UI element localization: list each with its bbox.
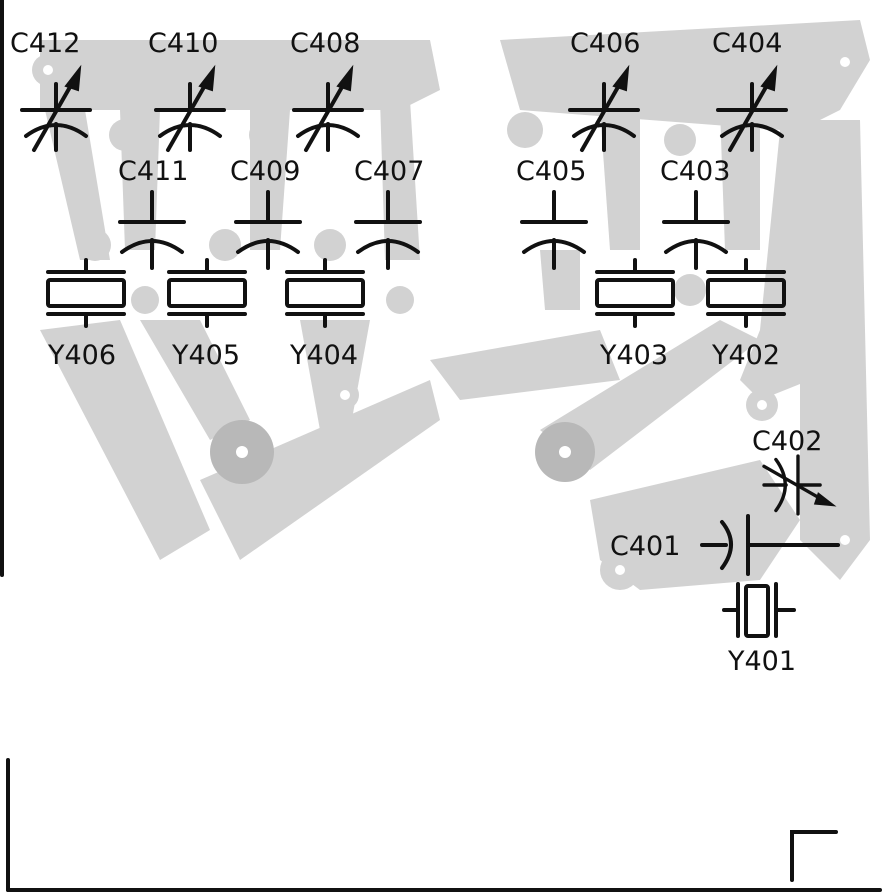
label-c411: C411 (118, 156, 188, 187)
label-y405: Y405 (171, 340, 240, 371)
trace-top-left-band (40, 40, 440, 110)
pad-hole (340, 390, 350, 400)
pad-hole (615, 565, 625, 575)
trace-c412 (45, 110, 110, 260)
crystal-symbol-y404 (285, 258, 365, 328)
label-c408: C408 (290, 28, 360, 59)
crystal-symbol-y401 (722, 582, 796, 638)
pad-hole (840, 535, 850, 545)
label-c406: C406 (570, 28, 640, 59)
pads (32, 46, 861, 590)
label-c405: C405 (516, 156, 586, 187)
label-y403: Y403 (599, 340, 668, 371)
crystal-symbol-y403 (595, 258, 675, 328)
label-c403: C403 (660, 156, 730, 187)
label-y404: Y404 (289, 340, 358, 371)
label-y406: Y406 (47, 340, 116, 371)
label-c407: C407 (354, 156, 424, 187)
trace-right-bus (800, 120, 870, 580)
label-c402: C402 (752, 426, 822, 457)
label-c401: C401 (610, 531, 680, 562)
label-c404: C404 (712, 28, 782, 59)
crystal-symbol-y405 (167, 258, 247, 328)
pad (544, 274, 576, 306)
pad-hole (840, 57, 850, 67)
trace-centre-fan (200, 380, 440, 560)
trace-y402-out (540, 320, 760, 470)
crystals (46, 258, 796, 638)
fixed-capacitors (118, 190, 840, 576)
capacitor-symbol-c401 (700, 514, 840, 576)
pad (674, 274, 706, 306)
label-c410: C410 (148, 28, 218, 59)
label-c409: C409 (230, 156, 300, 187)
pad (79, 229, 111, 261)
label-y402: Y402 (711, 340, 780, 371)
pad (249, 119, 281, 151)
crystal-symbol-y406 (46, 258, 126, 328)
pad (209, 229, 241, 261)
pad (109, 119, 141, 151)
trace-y405-out (140, 320, 250, 440)
trace-y403-out (430, 330, 620, 400)
label-c412: C412 (10, 28, 80, 59)
pad-hole (43, 65, 53, 75)
pad-hole (236, 446, 248, 458)
pad (664, 124, 696, 156)
trace-y406-out (40, 320, 210, 560)
capacitor-symbol-c403 (662, 190, 730, 270)
pad-hole (757, 400, 767, 410)
trace-c406 (600, 110, 640, 250)
board-corner-mark (790, 830, 838, 882)
pad (314, 229, 346, 261)
pad (507, 112, 543, 148)
pad (379, 69, 411, 101)
labels: C412 C410 C408 C406 C404 C411 C409 C407 … (10, 28, 822, 677)
pad (386, 286, 414, 314)
pad-hole (559, 446, 571, 458)
pad (131, 286, 159, 314)
label-y401: Y401 (727, 646, 796, 677)
